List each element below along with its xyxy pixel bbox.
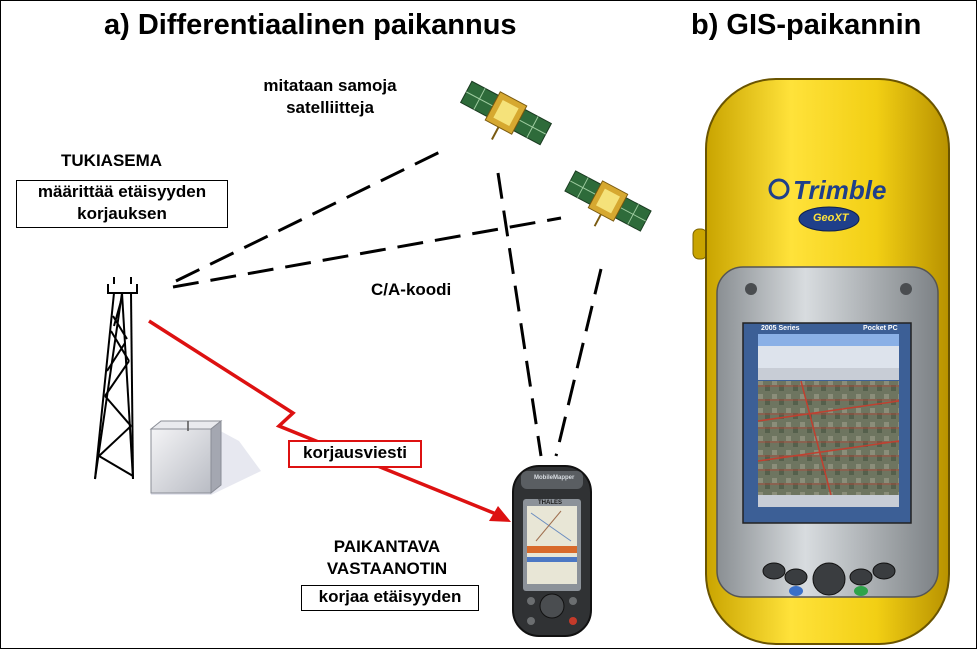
base-station-tower-icon	[94, 277, 138, 480]
base-station-description-line1: määrittää etäisyyden	[37, 182, 207, 201]
signal-line-base-sat1	[175, 147, 447, 283]
satellites-label: mitataan samoja satelliitteja	[245, 75, 415, 119]
satellite-1-icon	[459, 80, 553, 146]
signal-line-base-sat2	[172, 216, 562, 289]
diagram-title-right: b) GIS-paikannin	[691, 9, 922, 41]
diagram-title-left: a) Differentiaalinen paikannus	[104, 9, 517, 41]
base-station-hut-icon	[149, 419, 261, 495]
base-station-description-line2: korjauksen	[77, 204, 167, 223]
satellite-2-icon	[564, 170, 652, 232]
screen-header-left: 2005 Series	[761, 325, 800, 332]
satellites-label-line1: mitataan samoja	[263, 76, 397, 95]
trimble-model-text: GeoXT	[813, 212, 849, 224]
rover-label-line2: VASTAANOTIN	[326, 559, 448, 578]
rover-label: PAIKANTAVA VASTAANOTIN	[317, 536, 457, 580]
signal-lines	[172, 147, 603, 457]
screen-header-right: Pocket PC	[863, 325, 898, 332]
ca-code-label: C/A-koodi	[371, 280, 452, 299]
base-station-label: TUKIASEMA	[61, 151, 163, 170]
handheld-model-text: MobileMapper	[534, 475, 575, 481]
base-station-description-box: määrittää etäisyyden korjauksen	[16, 180, 228, 228]
rover-handheld-icon	[512, 465, 592, 637]
signal-line-rover-sat2	[554, 268, 603, 457]
correction-message-box: korjausviesti	[288, 440, 422, 468]
handheld-brand-text: THALES	[538, 500, 562, 506]
rover-label-line1: PAIKANTAVA	[333, 537, 441, 556]
trimble-device-icon	[692, 78, 950, 645]
rover-description-box: korjaa etäisyyden	[301, 585, 479, 611]
trimble-brand-text: Trimble	[793, 175, 887, 205]
signal-line-rover-sat1	[496, 172, 543, 457]
correction-signal-arrow	[148, 319, 511, 522]
satellites-label-line2: satelliitteja	[286, 98, 374, 117]
